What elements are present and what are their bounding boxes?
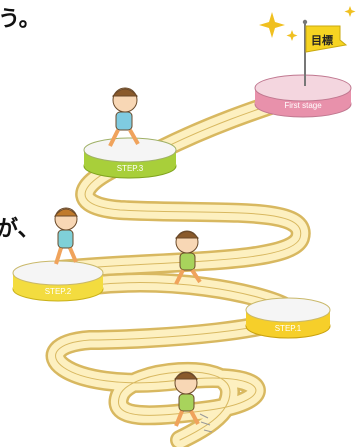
goal-flag-label: 目標 xyxy=(311,33,333,47)
sparkle-icon xyxy=(259,6,356,41)
step2-platform: STEP.2 xyxy=(12,260,104,302)
first-stage-label: First stage xyxy=(284,101,322,110)
step2-label: STEP.2 xyxy=(45,287,72,296)
text-fragment-mid: が、 xyxy=(0,216,40,242)
child-figure xyxy=(173,371,213,433)
step1-platform: STEP.1 xyxy=(245,297,331,339)
child-figure xyxy=(53,207,79,265)
child-figure xyxy=(174,230,202,285)
step3-label: STEP.3 xyxy=(117,164,144,173)
step3-platform: STEP.3 xyxy=(83,137,177,179)
step1-label: STEP.1 xyxy=(275,324,302,333)
text-fragment-top: う。 xyxy=(0,7,41,32)
first-stage-platform: First stage xyxy=(254,74,352,118)
child-figure xyxy=(108,87,140,147)
goal-flag: 目標 xyxy=(302,19,348,86)
